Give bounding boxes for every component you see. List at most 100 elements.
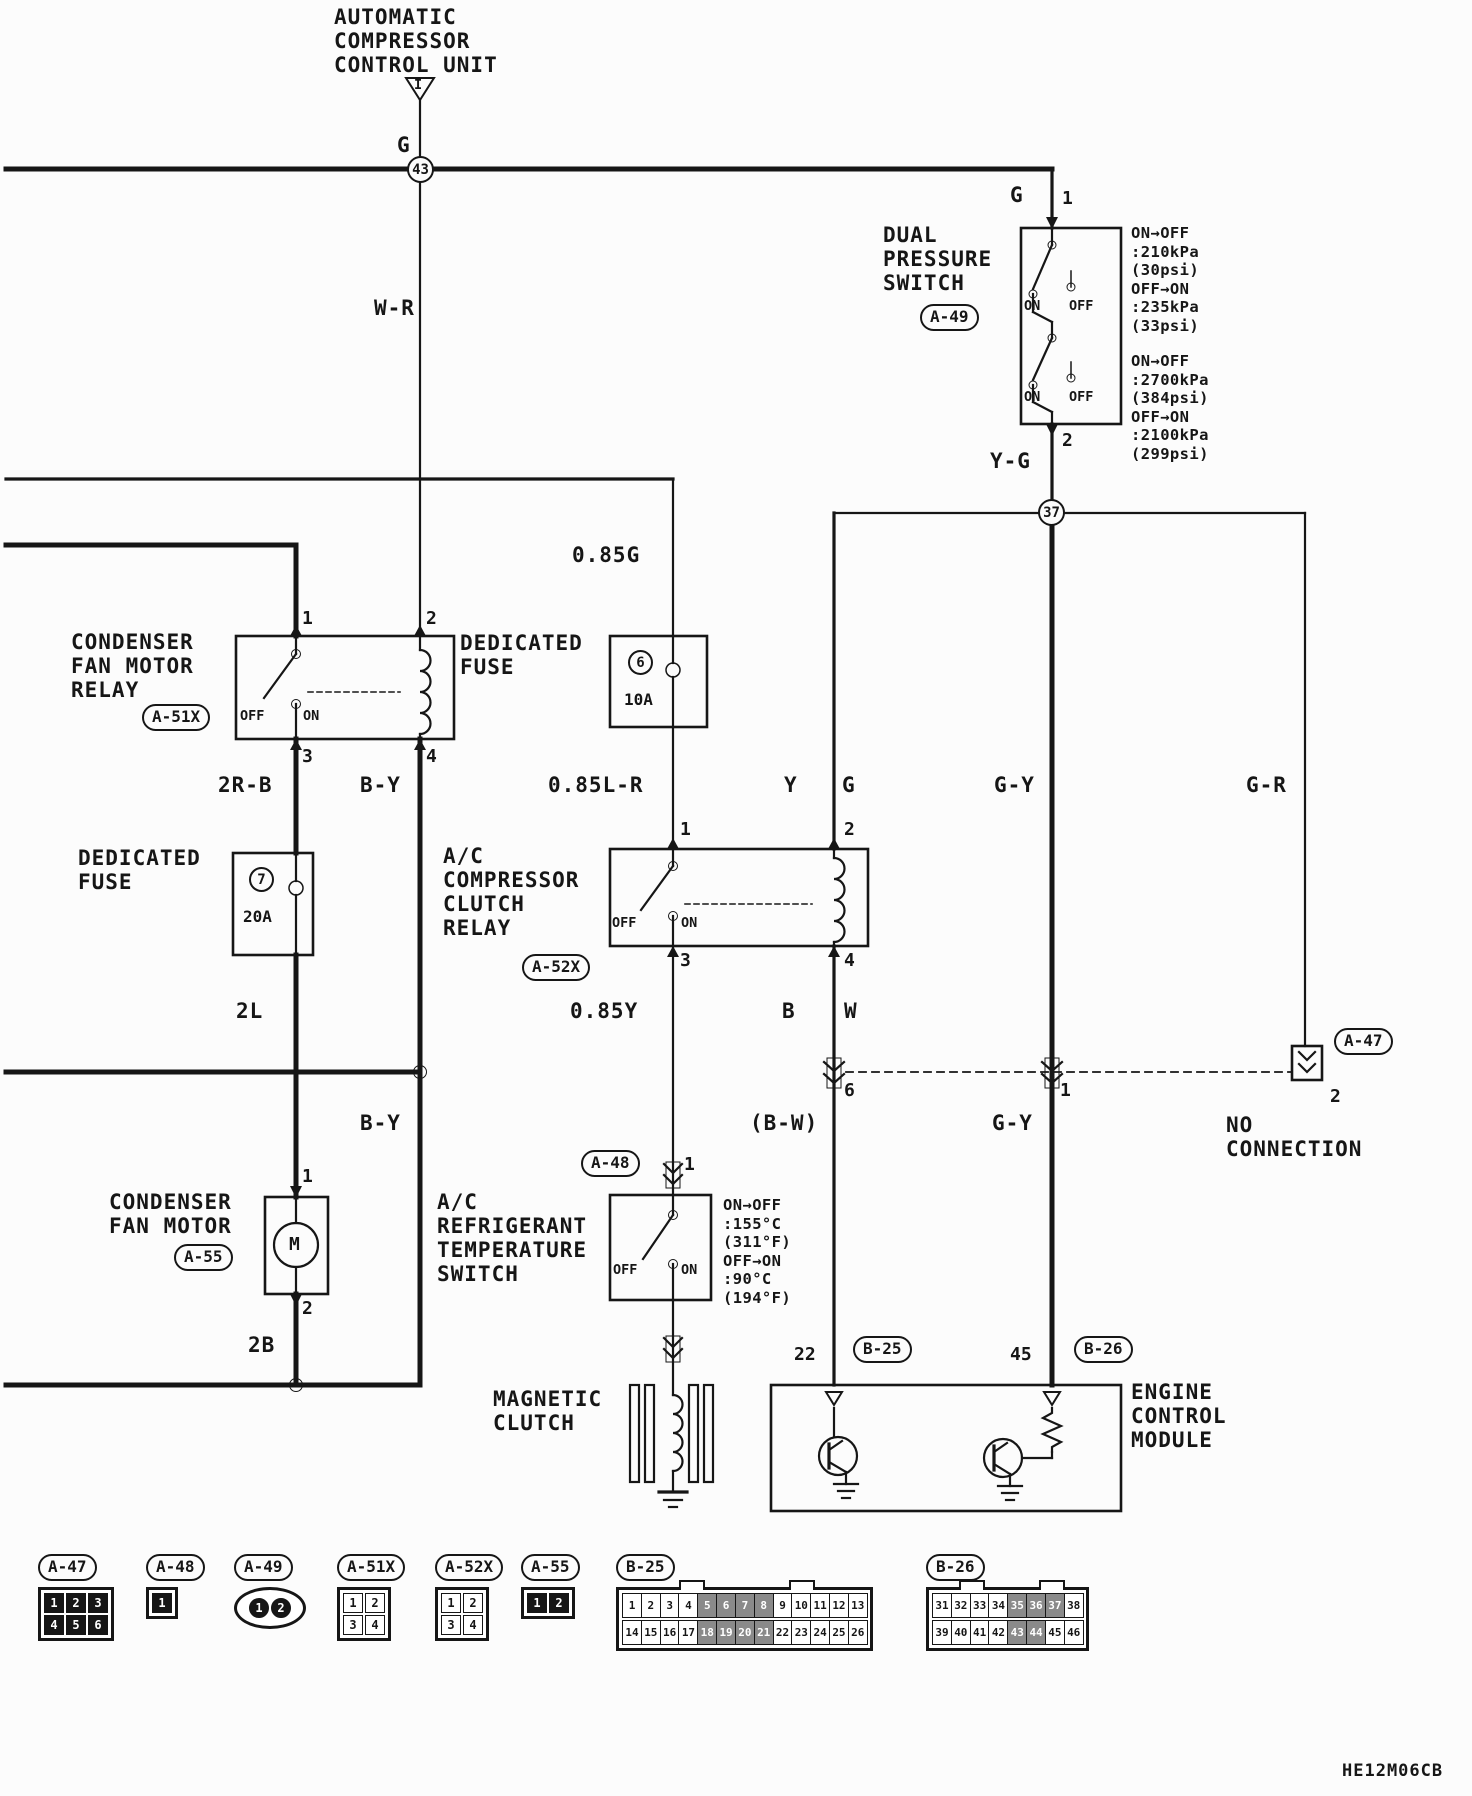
- fuse6-rating: 10A: [624, 690, 653, 709]
- ecm-b25-connector-label: B-25: [853, 1336, 912, 1363]
- pin-cell: 44: [1026, 1619, 1047, 1645]
- pin-cell: 38: [1063, 1592, 1084, 1618]
- connector-pass-chevrons: [662, 1050, 1317, 1363]
- rts-connector-label: A-48: [581, 1150, 640, 1177]
- cfm-name-label: CONDENSER FAN MOTOR: [109, 1190, 232, 1238]
- pin-cell: 39: [932, 1619, 952, 1645]
- dps-low-pressure-note: ON→OFF :210kPa (30psi) OFF→ON :235kPa (3…: [1131, 224, 1200, 335]
- pin-cell: 11: [810, 1592, 831, 1618]
- pin-cell: 6: [88, 1614, 108, 1635]
- pin-cell: 7: [734, 1592, 755, 1618]
- pin-cell: 8: [753, 1592, 774, 1618]
- ccr-on-label: ON: [681, 915, 698, 931]
- no-connection-label: NO CONNECTION: [1226, 1113, 1363, 1161]
- wire-label-by2: B-Y: [360, 1111, 401, 1135]
- pin-cell: 4: [44, 1614, 64, 1635]
- pin-cell: 35: [1007, 1592, 1028, 1618]
- pin-cell: 3: [441, 1614, 461, 1635]
- wire-label-wr: W-R: [374, 296, 415, 320]
- pin-cell: 36: [1026, 1592, 1047, 1618]
- connector-a48-legend-label: A-48: [146, 1554, 205, 1581]
- cfr-internals: [262, 634, 432, 741]
- ccr-pin3-label: 3: [680, 950, 691, 971]
- wire-label-g-top: G: [397, 133, 411, 157]
- acc-unit-label: AUTOMATIC COMPRESSOR CONTROL UNIT: [334, 5, 498, 77]
- fuse6-name-label: DEDICATED FUSE: [460, 631, 583, 679]
- fuse-symbols: [288, 634, 681, 957]
- pin-cell: 18: [697, 1619, 718, 1645]
- pin-cell: 13: [847, 1592, 868, 1618]
- connector-a48-pin-grid: 1: [146, 1586, 178, 1619]
- cfr-pin4-label: 4: [426, 746, 437, 767]
- connector-a49-legend-label: A-49: [234, 1554, 293, 1581]
- pin-cell: 5: [697, 1592, 718, 1618]
- cfr-off-label: OFF: [240, 708, 265, 724]
- a47-pin1-label: 1: [1060, 1080, 1071, 1101]
- pin-cell: 2: [271, 1597, 291, 1618]
- dps-off2-label: OFF: [1069, 389, 1094, 405]
- pin-cell: 19: [716, 1619, 737, 1645]
- wire-label-gr: G-R: [1246, 773, 1287, 797]
- pin-cell: 10: [791, 1592, 812, 1618]
- cfm-motor-symbol: [272, 1195, 320, 1296]
- cfr-name-label: CONDENSER FAN MOTOR RELAY: [71, 630, 194, 702]
- ccr-name-label: A/C COMPRESSOR CLUTCH RELAY: [443, 844, 580, 940]
- connector-a47-legend-label: A-47: [38, 1554, 97, 1581]
- cfr-pin2-label: 2: [426, 608, 437, 629]
- wire-label-085y: 0.85Y: [570, 999, 639, 1023]
- rts-pin1-label: 1: [684, 1154, 695, 1175]
- housing-tab: [959, 1579, 985, 1590]
- cfr-pin1-label: 1: [302, 608, 313, 629]
- housing-tab: [1039, 1579, 1065, 1590]
- pin-cell: 4: [365, 1614, 385, 1635]
- wire-label-w: W: [844, 999, 858, 1023]
- cfr-connector-label: A-51X: [142, 704, 211, 731]
- pin-cell: 42: [988, 1619, 1009, 1645]
- dps-pin1-label: 1: [1062, 188, 1073, 209]
- dps-internals: [1028, 226, 1076, 426]
- a47-pin6-label: 6: [844, 1080, 855, 1101]
- wire-label-gy2: G-Y: [992, 1111, 1033, 1135]
- pin-cell: 32: [950, 1592, 971, 1618]
- cfm-pin1-label: 1: [302, 1166, 313, 1187]
- wire-label-by: B-Y: [360, 773, 401, 797]
- junction-dots: [289, 1065, 427, 1392]
- pin-cell: 45: [1044, 1619, 1065, 1645]
- connector-a55-legend-label: A-55: [521, 1554, 580, 1581]
- wire-label-2rb: 2R-B: [218, 773, 273, 797]
- cfr-on-label: ON: [303, 708, 320, 724]
- cfm-connector-label: A-55: [174, 1244, 233, 1271]
- pin-cell: 2: [640, 1592, 661, 1618]
- ccr-internals: [639, 847, 846, 948]
- pin-cell: 43: [1007, 1619, 1028, 1645]
- wire-label-yg: Y-G: [990, 449, 1031, 473]
- dps-name-label: DUAL PRESSURE SWITCH: [883, 223, 993, 295]
- wire-label-2l: 2L: [236, 999, 264, 1023]
- pin-cell: 1: [527, 1592, 547, 1613]
- pin-cell: 23: [791, 1619, 812, 1645]
- connector-b26-legend-label: B-26: [926, 1554, 985, 1581]
- dps-on1-label: ON: [1024, 298, 1041, 314]
- pin-cell: 15: [640, 1619, 661, 1645]
- ccr-pin4-label: 4: [844, 950, 855, 971]
- magnetic-clutch-label: MAGNETIC CLUTCH: [493, 1387, 603, 1435]
- wire-label-gy: G-Y: [994, 773, 1035, 797]
- pin-cell: 1: [44, 1592, 64, 1613]
- pin-cell: 24: [810, 1619, 831, 1645]
- pin-cell: 41: [969, 1619, 990, 1645]
- pin-cell: 34: [988, 1592, 1009, 1618]
- connector-b25-legend-label: B-25: [616, 1554, 675, 1581]
- pin-cell: 1: [343, 1592, 363, 1613]
- pin-cell: 22: [772, 1619, 793, 1645]
